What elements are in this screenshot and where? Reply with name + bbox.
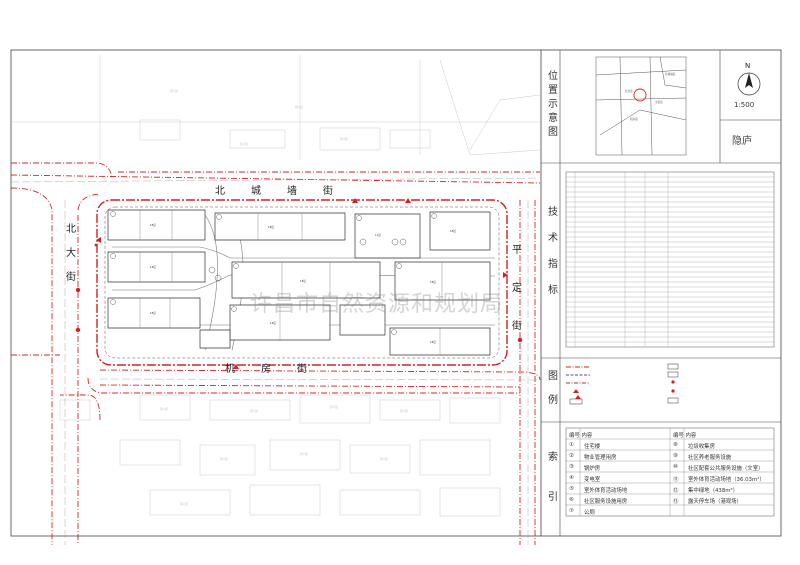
- svg-text:18层: 18层: [150, 311, 156, 315]
- street-label-south: 机房街: [225, 364, 333, 375]
- street-label-west: 北大街: [66, 224, 76, 283]
- svg-text:北大街: 北大街: [625, 89, 633, 93]
- svg-text:18层: 18层: [300, 279, 306, 283]
- svg-text:砖2层: 砖2层: [250, 408, 258, 413]
- svg-text:11层: 11层: [375, 233, 381, 237]
- svg-text:18层: 18层: [150, 265, 156, 269]
- index-right-text: 社区配套公共服务设施（文室）: [688, 466, 764, 472]
- index-right-text: 社区养老服务设施: [688, 455, 732, 461]
- index-right-no: ⑪: [673, 477, 679, 483]
- svg-text:18层: 18层: [268, 225, 274, 229]
- svg-text:砖2层: 砖2层: [380, 456, 388, 461]
- svg-text:18层: 18层: [430, 340, 436, 344]
- index-title: 索引: [548, 452, 558, 503]
- svg-text:北城墙街: 北城墙街: [665, 72, 676, 76]
- svg-text:砖1层: 砖1层: [400, 408, 408, 413]
- index-left-text: 公厕: [584, 510, 595, 516]
- north-letter: N: [745, 62, 751, 70]
- index-left-no: ①: [569, 442, 574, 448]
- svg-text:砖2层: 砖2层: [295, 104, 303, 109]
- svg-text:18层: 18层: [450, 229, 456, 233]
- index-left-no: ⑦: [569, 508, 574, 514]
- svg-text:机房街: 机房街: [630, 117, 638, 121]
- svg-text:砖3层: 砖3层: [340, 136, 348, 141]
- svg-text:18层: 18层: [430, 280, 436, 284]
- svg-text:平定街: 平定街: [655, 100, 663, 104]
- svg-text:砖1层: 砖1层: [160, 406, 168, 411]
- index-left-text: 室外体育活动场地: [584, 488, 628, 494]
- index-header-left: 编号 内容: [569, 433, 593, 439]
- street-label-east: 平定街: [512, 245, 522, 332]
- svg-text:砖2层: 砖2层: [220, 456, 228, 461]
- index-left-no: ④: [569, 475, 574, 481]
- index-left-text: 变电室: [584, 477, 601, 483]
- index-left-no: ⑤: [569, 486, 574, 492]
- index-right-no: ⑫: [673, 488, 679, 494]
- index-left-text: 住宅楼: [584, 444, 601, 450]
- index-header-right: 编号 内容: [673, 433, 697, 439]
- index-left-no: ⑥: [569, 497, 574, 503]
- svg-text:砖1层: 砖1层: [170, 88, 178, 93]
- index-right-no: ⑬: [673, 499, 679, 505]
- index-right-text: 室外体育活动场地（36.03m²）: [688, 477, 765, 483]
- index-left-text: 物业管理用房: [584, 455, 617, 461]
- svg-text:砖1层: 砖1层: [300, 451, 308, 456]
- svg-text:砖2层: 砖2层: [240, 141, 248, 146]
- index-left-text: 锅炉房: [584, 466, 601, 472]
- watermark-text: 许昌市自然资源和规划局: [250, 292, 504, 317]
- index-left-text: 社区服务设施用房: [584, 499, 628, 505]
- index-right-no: ⑩: [673, 464, 678, 470]
- location-map-title: 位置示意图: [548, 71, 558, 138]
- tech-indicators-title: 技术指标: [548, 207, 558, 296]
- index-right-text: 露天停车场（港观场）: [688, 499, 742, 505]
- street-label-north: 北城墙街: [215, 186, 359, 197]
- legend-title: 图例: [548, 371, 558, 406]
- index-right-text: 垃圾收集房: [688, 444, 715, 450]
- index-left-no: ②: [569, 453, 574, 459]
- place-name: 隐庐: [732, 136, 752, 147]
- svg-text:18层: 18层: [150, 223, 156, 227]
- index-right-text: 集中绿地（438m²）: [688, 488, 739, 494]
- index-left-no: ③: [569, 464, 574, 470]
- svg-text:18层: 18层: [270, 321, 276, 325]
- svg-text:砖1层: 砖1层: [180, 501, 188, 506]
- index-right-no: ⑧: [673, 442, 678, 448]
- scale-label: 1:500: [734, 101, 755, 109]
- index-right-no: ⑨: [673, 453, 678, 459]
- svg-text:砖2层: 砖2层: [330, 404, 338, 409]
